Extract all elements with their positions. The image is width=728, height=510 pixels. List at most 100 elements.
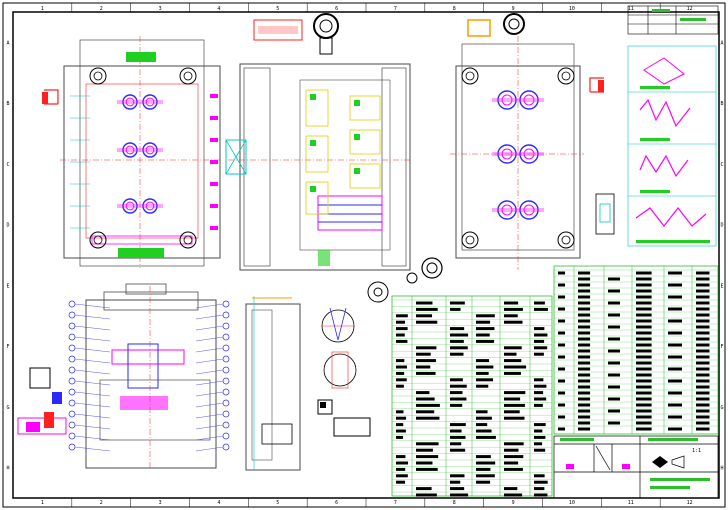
bom-cell-text: [450, 301, 465, 305]
insert-block: [349, 129, 381, 155]
guide-pillar: [461, 231, 479, 249]
bom-cell-text: [396, 327, 408, 331]
guide-pillar-hole: [465, 235, 475, 245]
leader-line: [195, 380, 224, 386]
bom-cell-text: [396, 339, 408, 343]
bom-cell-text: [578, 427, 591, 431]
cavity-ring: [497, 200, 517, 220]
balloon: [68, 344, 76, 352]
bom-cell-text: [636, 271, 652, 275]
bom-cell-text: [504, 314, 518, 318]
bom-cell-text: [504, 397, 521, 401]
cavity-ring: [519, 90, 539, 110]
bom-cell-text: [476, 429, 492, 433]
bom-cell-text: [504, 403, 525, 407]
dimension-tag: [210, 204, 218, 208]
bom-cell-text: [668, 319, 682, 323]
bom-cell-text: [534, 435, 546, 439]
bom-cell-text: [668, 343, 682, 347]
zone-letter: B: [6, 101, 9, 107]
bom-cell-text: [476, 416, 492, 420]
insert-marker: [354, 100, 360, 106]
guide-pillars-left: [89, 67, 197, 249]
balloon: [68, 366, 76, 374]
bom-cell-text: [450, 442, 462, 446]
bom-cell-text: [534, 391, 544, 395]
bom-cell-text: [668, 379, 682, 383]
bom-cell-text: [608, 397, 620, 401]
bom-cell-text: [450, 333, 469, 337]
bom-cell-text: [416, 416, 440, 420]
runner: [117, 100, 163, 104]
bom-cell-text: [396, 371, 405, 375]
bom-cell-text: [668, 331, 682, 335]
balloon: [222, 366, 230, 374]
leader-line: [74, 358, 111, 364]
bom-cell-text: [696, 355, 710, 359]
zone-number: 5: [276, 500, 279, 506]
bom-cell-text: [578, 355, 591, 359]
balloon: [68, 432, 76, 440]
bom-cell-text: [416, 307, 438, 311]
bom-cell-text: [504, 359, 522, 363]
zone-letter: F: [6, 344, 9, 350]
zone-letter: E: [6, 283, 9, 289]
bom-cell-text: [504, 487, 518, 491]
bom-cell-text: [450, 327, 465, 331]
bom-cell-text: [558, 283, 565, 287]
cavity-ring: [497, 90, 517, 110]
zone-letter: C: [6, 162, 9, 168]
balloon: [68, 443, 76, 451]
bom-cell-text: [534, 352, 544, 356]
balloon: [68, 311, 76, 319]
bom-cell-text: [696, 379, 710, 383]
insert-block: [305, 181, 329, 215]
bom-cell-text: [416, 371, 436, 375]
title-block: 1:1: [553, 435, 719, 499]
bom-cell-text: [696, 361, 710, 365]
bom-cell-text: [396, 410, 404, 414]
cavity-ring: [122, 94, 138, 110]
bom-cell-text: [668, 283, 682, 287]
zone-letter: C: [720, 162, 723, 168]
leader-lines-left: [70, 94, 218, 230]
leader-line: [195, 336, 224, 342]
bom-cell-text: [636, 319, 652, 323]
guide-pillar: [461, 67, 479, 85]
insert-block: [349, 95, 381, 121]
fixed-half-plan-view: [42, 36, 222, 268]
balloon: [68, 410, 76, 418]
balloon: [222, 322, 230, 330]
bom-cell-text: [450, 307, 461, 311]
scale-label: 1:1: [692, 448, 701, 454]
cavity-core: [145, 97, 155, 107]
bom-cell-text: [396, 429, 406, 433]
bom-cell-text: [696, 337, 710, 341]
bom-cell-text: [476, 480, 491, 484]
bom-cell-text: [636, 385, 652, 389]
bom-cell-text: [578, 307, 591, 311]
bom-cell-text: [578, 367, 591, 371]
leader-line: [195, 402, 224, 408]
balloon: [222, 311, 230, 319]
bom-cell-text: [416, 346, 437, 350]
bottom-leader-balloons: [68, 300, 230, 452]
insert-marker: [310, 140, 316, 146]
balloon: [222, 421, 230, 429]
bom-cell-text: [504, 346, 522, 350]
bom-cell-text: [504, 320, 523, 324]
bom-cell-text: [476, 423, 488, 427]
bom-cell-text: [396, 461, 409, 465]
bom-cell-text: [476, 467, 491, 471]
bom-cell-text: [534, 397, 547, 401]
bom-cell-text: [450, 493, 469, 497]
balloon: [68, 399, 76, 407]
bom-cell-text: [636, 277, 652, 281]
bom-cell-text: [636, 307, 652, 311]
leader-line: [195, 391, 224, 397]
leader-line: [74, 424, 111, 430]
bom-cell-text: [608, 361, 620, 365]
cavity-ring: [519, 144, 539, 164]
zone-number: 6: [335, 6, 338, 12]
bom-cell-text: [608, 373, 620, 377]
